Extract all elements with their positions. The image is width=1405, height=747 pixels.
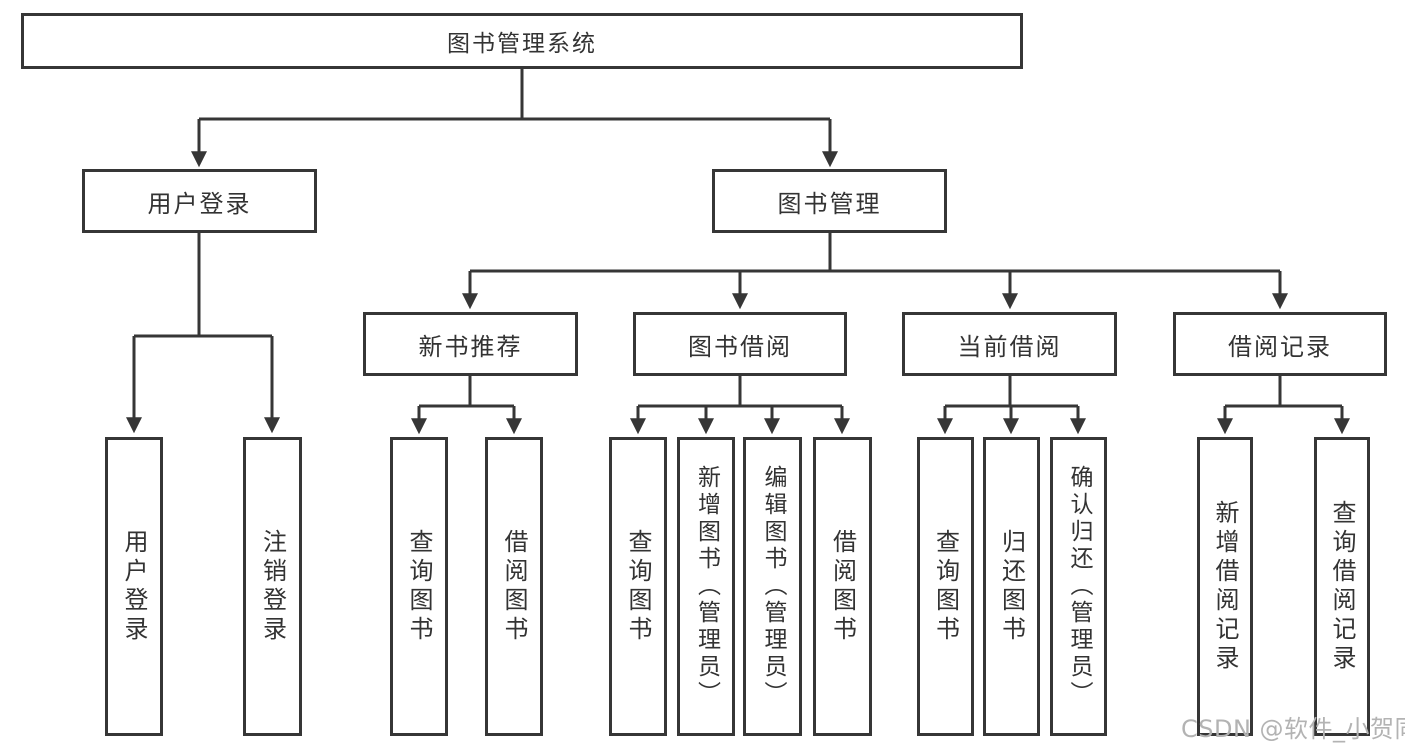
leaf-add-borrow-record: 新增借阅记录	[1197, 437, 1253, 736]
node-label: 注销登录	[258, 528, 287, 645]
leaf-user-login: 用户登录	[105, 437, 163, 736]
arrow-lines	[126, 119, 1350, 435]
leaf-borrow-books: 借阅图书	[813, 437, 872, 736]
leaf-logout: 注销登录	[243, 437, 302, 736]
node-label: 借阅记录	[1228, 332, 1332, 361]
node-label: 查询图书	[624, 528, 652, 645]
node-label: 图书管理	[777, 189, 882, 218]
node-label: 图书管理系统	[447, 31, 597, 57]
node-label: 归还图书	[997, 528, 1026, 645]
leaf-edit-books-admin: 编辑图书（管理员）	[743, 437, 802, 736]
node-label: 新书推荐	[418, 332, 523, 361]
leaf-borrow-query-books: 查询图书	[609, 437, 667, 736]
node-label: 查询图书	[931, 528, 960, 645]
node-borrow-records: 借阅记录	[1173, 312, 1387, 376]
leaf-recommend-borrow-books: 借阅图书	[485, 437, 543, 736]
node-label: 图书借阅	[688, 332, 792, 361]
leaf-confirm-return-admin: 确认归还（管理员）	[1050, 437, 1107, 736]
node-user-login-branch: 用户登录	[82, 169, 317, 233]
leaf-query-borrow-record: 查询借阅记录	[1314, 437, 1370, 736]
node-label: 用户登录	[147, 189, 252, 218]
node-label: 新增借阅记录	[1211, 499, 1239, 674]
leaf-return-books: 归还图书	[983, 437, 1040, 736]
node-label: 查询图书	[405, 528, 433, 645]
node-label: 查询借阅记录	[1328, 499, 1356, 674]
node-label: 借阅图书	[500, 528, 528, 645]
node-current-borrow: 当前借阅	[902, 312, 1117, 376]
csdn-watermark: CSDN @软件_小贺同学	[1181, 715, 1405, 743]
branch-lines	[134, 69, 1342, 408]
node-new-book-recommend: 新书推荐	[363, 312, 578, 376]
node-label: 新增图书（管理员）	[693, 465, 720, 708]
node-label: 编辑图书（管理员）	[760, 465, 786, 708]
node-label: 当前借阅	[957, 332, 1062, 361]
leaf-add-books-admin: 新增图书（管理员）	[677, 437, 735, 736]
node-label: 确认归还（管理员）	[1066, 465, 1092, 708]
leaf-recommend-query-books: 查询图书	[390, 437, 448, 736]
node-label: 借阅图书	[828, 528, 857, 645]
node-book-management: 图书管理	[712, 169, 947, 233]
node-label: 用户登录	[120, 528, 148, 645]
node-book-borrow: 图书借阅	[633, 312, 847, 376]
node-library-management-system: 图书管理系统	[21, 13, 1023, 69]
leaf-current-query-books: 查询图书	[917, 437, 974, 736]
